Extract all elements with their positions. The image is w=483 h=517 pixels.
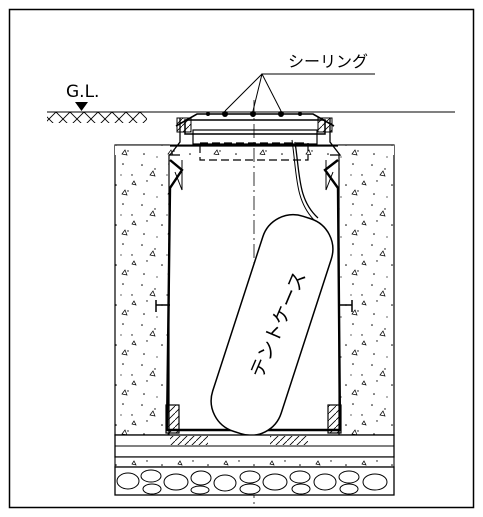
ground-level-marker-icon <box>75 102 88 111</box>
leveling-concrete <box>114 456 395 468</box>
concrete-top <box>115 145 394 155</box>
sealing-label: シーリング <box>288 52 368 71</box>
sealing-leader <box>224 73 375 112</box>
tent-case <box>210 213 334 437</box>
concrete-wall-left <box>114 144 170 436</box>
sealing-points <box>206 111 302 117</box>
hose <box>294 141 319 219</box>
foot-right <box>327 404 342 434</box>
concrete-wall-right <box>338 144 395 436</box>
gravel-stones <box>116 469 388 495</box>
ground-level-label: G.L. <box>66 82 99 102</box>
soil-hatch <box>47 112 147 123</box>
cover-frame <box>184 119 326 135</box>
drawing-frame <box>8 8 475 509</box>
foot-left <box>165 404 180 434</box>
